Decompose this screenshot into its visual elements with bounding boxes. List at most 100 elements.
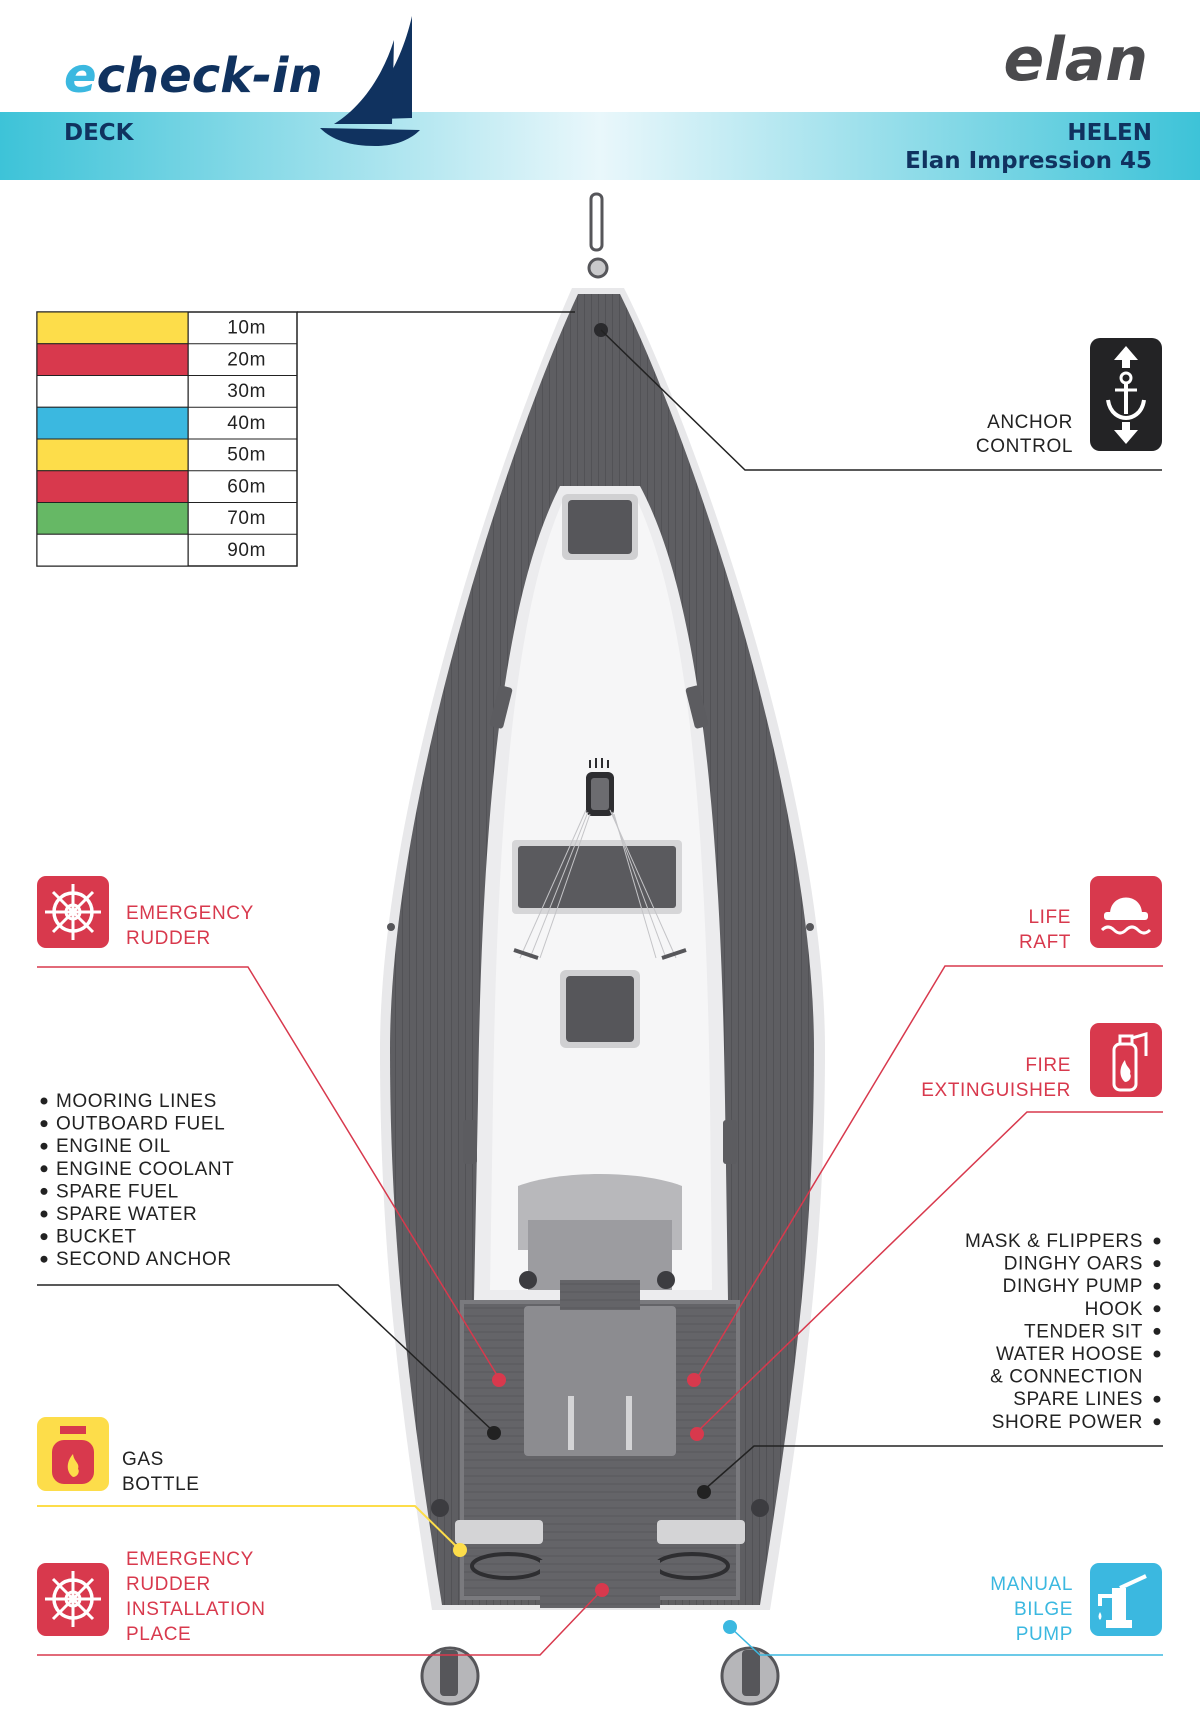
port-locker-item: OUTBOARD FUEL	[56, 1114, 225, 1135]
chain-color-swatch	[36, 438, 189, 472]
svg-text:EMERGENCY: EMERGENCY	[126, 1549, 254, 1570]
bullet	[40, 1210, 48, 1218]
fire-extinguisher-label: FIRE EXTINGUISHER	[921, 1055, 1071, 1101]
starboard-locker-item: SPARE LINES	[1013, 1389, 1143, 1410]
gas-bottle-label: GAS BOTTLE	[122, 1449, 200, 1495]
port-locker-item: ENGINE COOLANT	[56, 1159, 234, 1180]
chain-length-label: 40m	[227, 413, 266, 434]
hand-pump-icon	[1090, 1563, 1162, 1636]
bilge-pump-point	[723, 1620, 737, 1634]
bullet	[40, 1187, 48, 1195]
svg-text:RUDDER: RUDDER	[126, 1574, 211, 1595]
chain-length-label: 60m	[227, 476, 266, 497]
port-locker-point	[487, 1426, 501, 1440]
starboard-locker-item: HOOK	[1085, 1299, 1143, 1320]
header: echeck-in elan DECK HELEN Elan Impressio…	[0, 16, 1200, 180]
svg-text:FIRE: FIRE	[1025, 1055, 1071, 1076]
svg-text:CONTROL: CONTROL	[976, 436, 1073, 457]
bullet	[1153, 1282, 1161, 1290]
bullet	[1153, 1395, 1161, 1403]
chain-color-swatch	[36, 375, 189, 408]
boat-top-view	[380, 192, 825, 1706]
bullet	[40, 1142, 48, 1150]
chain-color-swatch	[36, 311, 189, 345]
starboard-locker-item: DINGHY OARS	[1004, 1254, 1143, 1275]
logo-rest: check-in	[97, 48, 323, 104]
bullet	[40, 1120, 48, 1128]
boat-model: Elan Impression 45	[905, 148, 1152, 174]
starboard-locker-item: MASK & FLIPPERS	[965, 1231, 1143, 1252]
manual-bilge-pump-label: MANUAL BILGE PUMP	[990, 1574, 1073, 1645]
chain-color-swatch	[36, 470, 189, 503]
ship-wheel-icon	[37, 1563, 109, 1636]
logo: echeck-in	[64, 48, 323, 104]
section-title: DECK	[64, 120, 135, 146]
bullet	[1153, 1350, 1161, 1358]
chain-length-legend: 10m 20m 30m 40m 50m 60m 70m 90m	[36, 311, 298, 567]
header-band	[0, 112, 1200, 180]
svg-text:EMERGENCY: EMERGENCY	[126, 903, 254, 924]
gas-bottle-icon	[37, 1417, 109, 1491]
svg-text:EXTINGUISHER: EXTINGUISHER	[921, 1080, 1071, 1101]
chain-legend-row: 50m	[36, 438, 297, 472]
bullet	[40, 1233, 48, 1241]
anchor-control-label: ANCHOR CONTROL	[976, 412, 1073, 457]
chain-legend-row: 30m	[36, 375, 297, 408]
fire-extinguisher-point	[690, 1427, 704, 1441]
ship-wheel-icon	[37, 876, 109, 948]
starboard-locker-item: SHORE POWER	[992, 1412, 1143, 1433]
bullet	[40, 1165, 48, 1173]
chain-length-label: 70m	[227, 508, 266, 529]
chain-length-label: 90m	[227, 540, 266, 561]
emergency-rudder-place-point	[595, 1583, 609, 1597]
bullet	[1153, 1305, 1161, 1313]
svg-text:RAFT: RAFT	[1019, 932, 1071, 953]
chain-length-label: 50m	[227, 445, 266, 466]
svg-text:RUDDER: RUDDER	[126, 928, 211, 949]
logo-prefix: e	[64, 48, 97, 104]
fire-extinguisher-icon	[1090, 1023, 1162, 1097]
chain-length-label: 30m	[227, 381, 266, 402]
chain-legend-row: 40m	[36, 406, 297, 440]
chain-legend-row: 60m	[36, 470, 297, 503]
starboard-locker-item: WATER HOOSE	[996, 1344, 1143, 1365]
starboard-locker-item: DINGHY PUMP	[1003, 1276, 1143, 1297]
port-locker-item: SECOND ANCHOR	[56, 1249, 232, 1270]
svg-text:BILGE: BILGE	[1014, 1599, 1073, 1620]
starboard-locker-item: & CONNECTION	[990, 1367, 1143, 1388]
chain-color-swatch	[36, 343, 189, 376]
svg-text:LIFE: LIFE	[1028, 907, 1071, 928]
emergency-rudder-place-label: EMERGENCY RUDDER INSTALLATION PLACE	[126, 1549, 265, 1645]
svg-text:BOTTLE: BOTTLE	[122, 1474, 200, 1495]
boat-name: HELEN	[1067, 120, 1152, 146]
life-raft-label: LIFE RAFT	[1019, 907, 1071, 953]
bullet	[40, 1255, 48, 1263]
bullet	[1153, 1260, 1161, 1268]
chain-color-swatch	[36, 533, 189, 567]
chain-length-label: 10m	[227, 318, 266, 339]
chain-legend-row: 10m	[36, 311, 297, 345]
emergency-rudder-point	[492, 1373, 506, 1387]
port-locker-item: SPARE WATER	[56, 1204, 197, 1225]
starboard-locker-point	[697, 1485, 711, 1499]
port-locker-item: SPARE FUEL	[56, 1181, 179, 1202]
chain-length-label: 20m	[227, 349, 266, 370]
brand-logo: elan	[1004, 25, 1148, 95]
bullet	[40, 1097, 48, 1105]
bullet	[1153, 1237, 1161, 1245]
life-raft-icon	[1090, 876, 1162, 948]
bullet	[1153, 1327, 1161, 1335]
svg-text:PLACE: PLACE	[126, 1624, 191, 1645]
chain-legend-row: 90m	[36, 533, 297, 567]
chain-legend-row: 70m	[36, 502, 297, 535]
bullet	[1153, 1418, 1161, 1426]
svg-text:GAS: GAS	[122, 1449, 164, 1470]
port-locker-item: ENGINE OIL	[56, 1136, 171, 1157]
gas-bottle-point	[453, 1543, 467, 1557]
emergency-rudder-label: EMERGENCY RUDDER	[126, 903, 254, 949]
life-raft-point	[687, 1373, 701, 1387]
chain-color-swatch	[36, 502, 189, 535]
anchor-windlass-icon	[1090, 338, 1162, 451]
